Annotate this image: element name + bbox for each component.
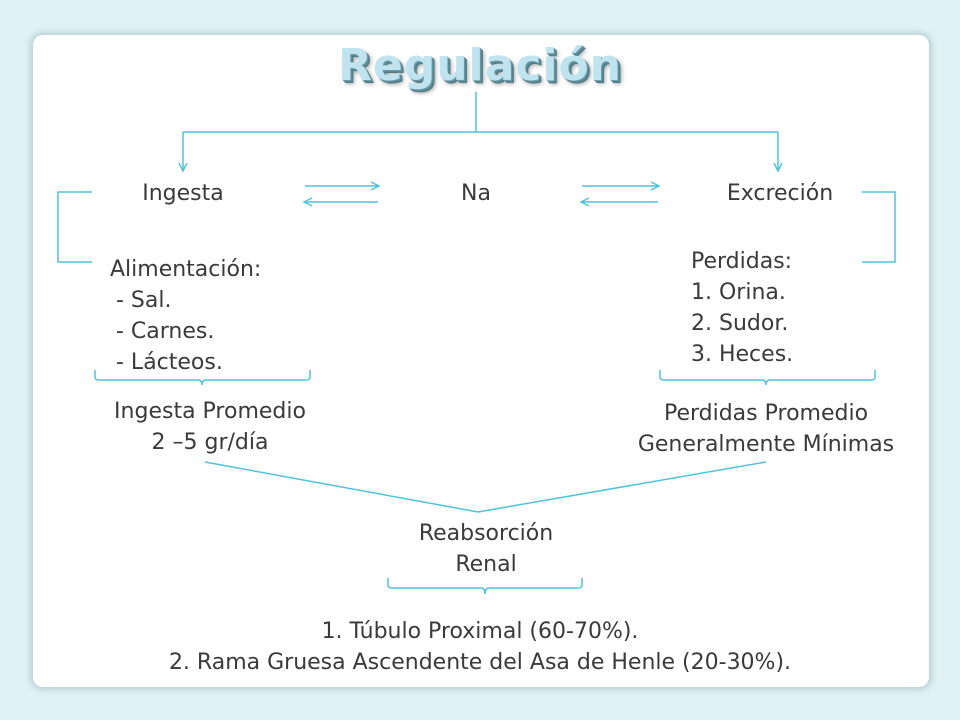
ingesta-promedio-label: Ingesta Promedio xyxy=(114,399,306,424)
tubulo-item-proximal: 1. Túbulo Proximal (60-70%). xyxy=(321,619,639,644)
converge-left-line xyxy=(204,461,479,513)
node-excrecion: Excreción xyxy=(726,181,834,206)
node-na: Na xyxy=(461,181,491,206)
alimentacion-brace xyxy=(94,370,311,386)
reabsorcion-label: Reabsorción xyxy=(418,521,554,546)
reabsorcion-brace xyxy=(387,578,583,595)
tubulo-list: 1. Túbulo Proximal (60-70%). 2. Rama Gru… xyxy=(40,616,920,678)
perdidas-item: 1. Orina. xyxy=(691,280,786,305)
perdidas-brace xyxy=(659,370,876,386)
alimentacion-item: - Sal. xyxy=(116,288,172,313)
perdidas-heading: Perdidas: xyxy=(691,249,793,274)
reabsorcion-renal: Reabsorción Renal xyxy=(376,518,596,580)
alimentacion-item: - Carnes. xyxy=(116,319,215,344)
perdidas-promedio-label: Perdidas Promedio xyxy=(663,401,869,426)
perdidas-list: Perdidas: 1. Orina. 2. Sudor. 3. Heces. xyxy=(691,246,793,370)
node-ingesta: Ingesta xyxy=(142,181,224,206)
perdidas-item: 2. Sudor. xyxy=(691,311,789,336)
page-title: Regulación xyxy=(337,40,623,91)
perdidas-promedio-value: Generalmente Mínimas xyxy=(637,432,895,457)
right-side-bracket xyxy=(862,191,896,263)
perdidas-item: 3. Heces. xyxy=(691,342,794,367)
perdidas-promedio: Perdidas Promedio Generalmente Mínimas xyxy=(606,398,926,460)
ingesta-promedio-value: 2 –5 gr/día xyxy=(151,430,269,455)
left-side-bracket xyxy=(57,191,92,263)
alimentacion-item: - Lácteos. xyxy=(116,350,223,375)
ingesta-promedio: Ingesta Promedio 2 –5 gr/día xyxy=(70,396,350,458)
tubulo-item-henle: 2. Rama Gruesa Ascendente del Asa de Hen… xyxy=(168,650,792,675)
alimentacion-heading: Alimentación: xyxy=(110,257,262,282)
alimentacion-list: Alimentación: - Sal. - Carnes. - Lácteos… xyxy=(110,254,261,378)
converge-right-line xyxy=(477,461,767,513)
renal-label: Renal xyxy=(455,552,517,577)
